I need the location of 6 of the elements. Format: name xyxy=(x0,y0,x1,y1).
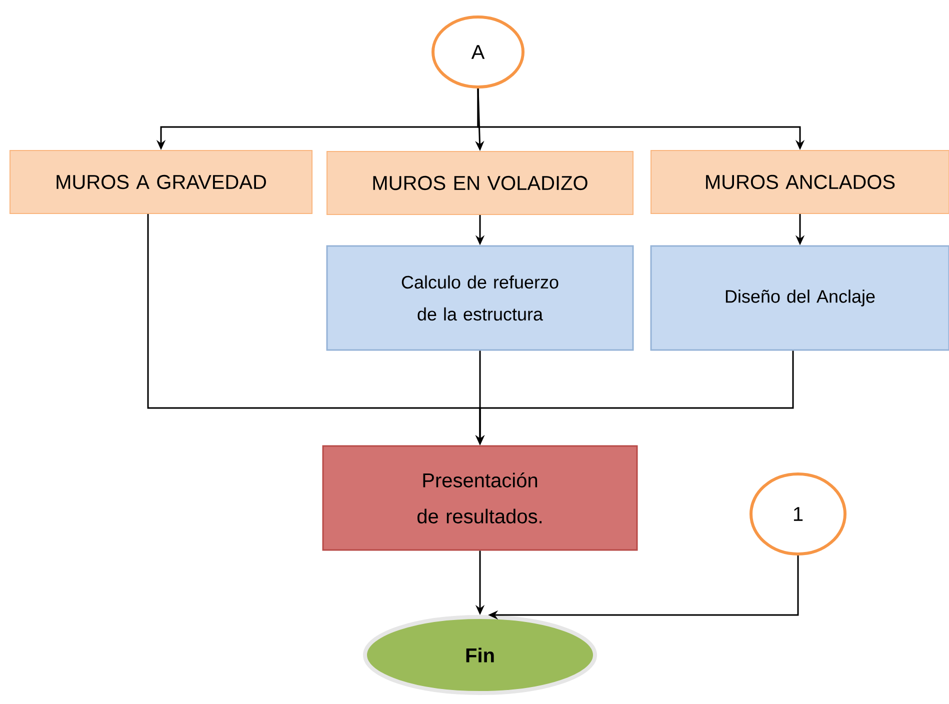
category-box: MUROS EN VOLADIZO xyxy=(326,151,634,215)
process-box: Presentación de resultados. xyxy=(322,445,638,551)
process-box: Calculo de refuerzo de la estructura xyxy=(326,245,634,351)
process-box: Diseño del Anclaje xyxy=(650,245,949,351)
category-box: MUROS A GRAVEDAD xyxy=(10,150,312,214)
category-box: MUROS ANCLADOS xyxy=(650,150,949,214)
